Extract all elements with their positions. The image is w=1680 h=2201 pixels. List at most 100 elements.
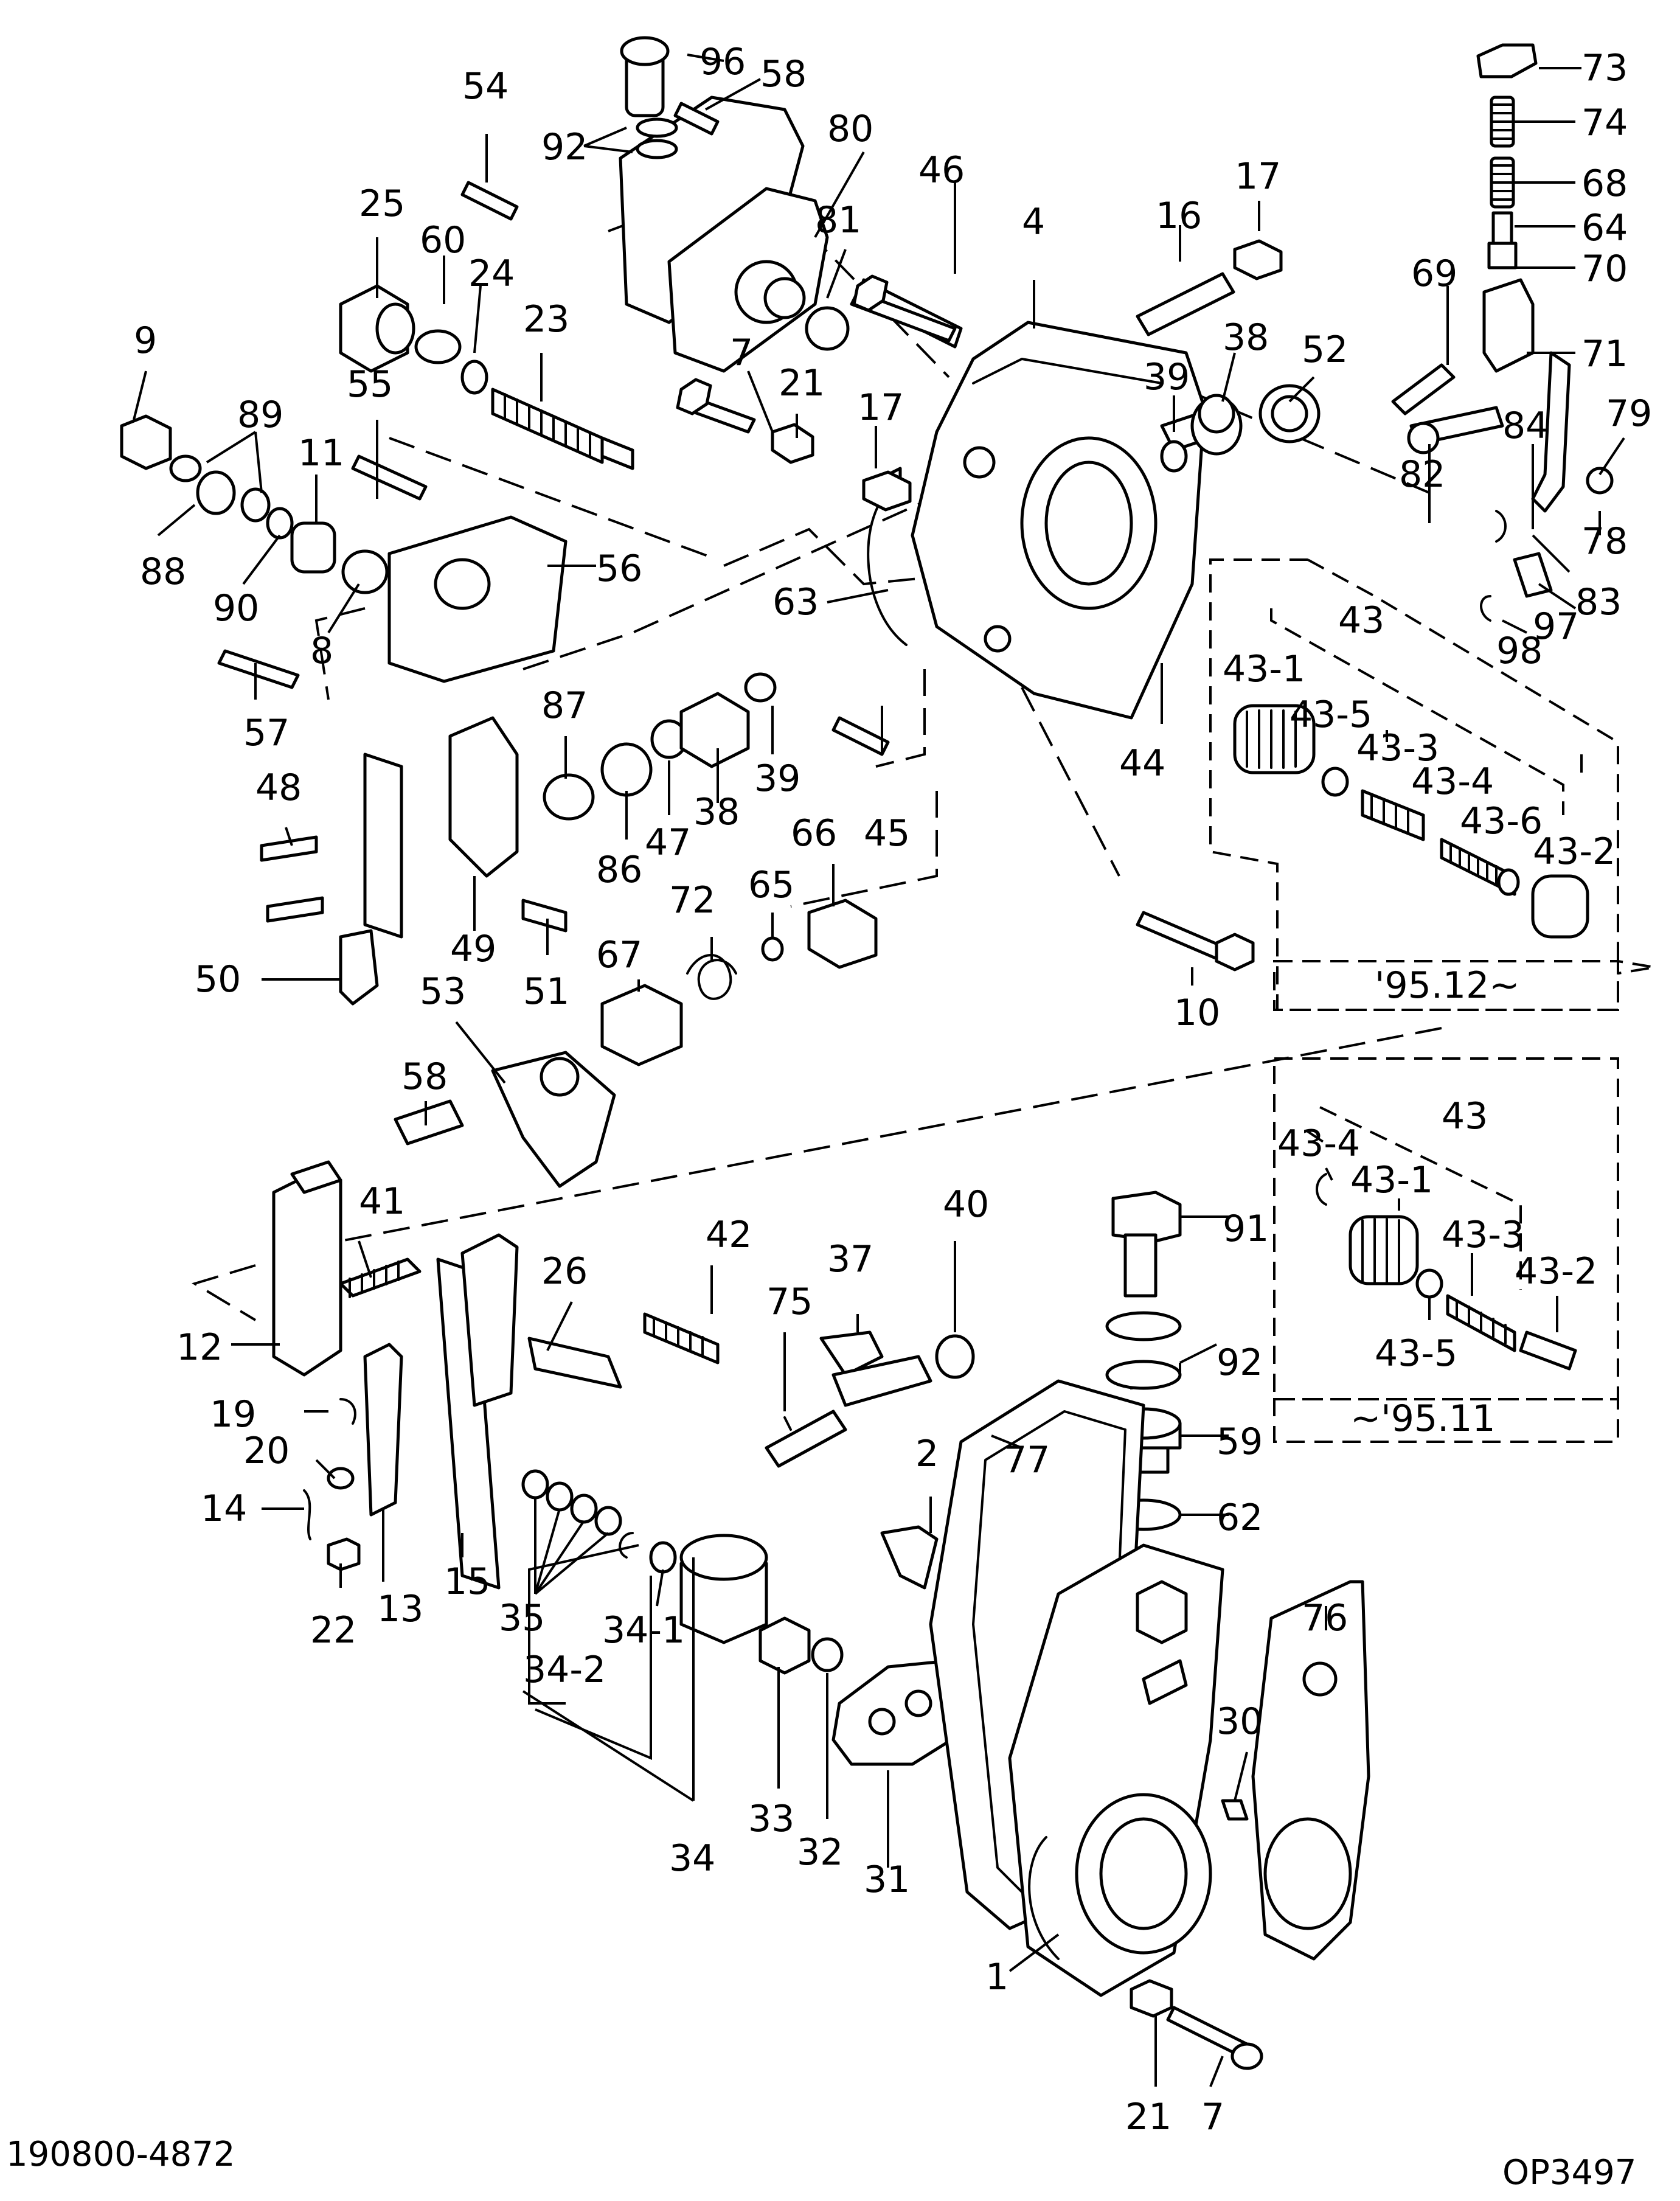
- callout-67: 67: [596, 934, 642, 976]
- callout-47: 47: [645, 821, 691, 864]
- callout-88: 88: [140, 551, 186, 593]
- callout-96: 96: [699, 41, 746, 83]
- callout-97: 97: [1533, 605, 1579, 648]
- callout-9: 9: [134, 319, 157, 362]
- callout-17-upper: 17: [1235, 155, 1281, 198]
- leader-lines: [133, 54, 1625, 2087]
- callout-63: 63: [772, 581, 819, 624]
- callout-44: 44: [1119, 742, 1165, 785]
- callout-34-2: 34-2: [523, 1649, 606, 1691]
- callout-78: 78: [1581, 520, 1628, 563]
- range-old-label: ~'95.11: [1350, 1397, 1496, 1440]
- callout-43-5-upper: 43-5: [1290, 694, 1372, 736]
- callout-89: 89: [237, 394, 283, 436]
- callout-64: 64: [1581, 207, 1628, 249]
- parts: [120, 36, 1614, 2070]
- callout-74: 74: [1581, 102, 1628, 144]
- callout-24: 24: [468, 252, 515, 295]
- callout-48: 48: [255, 767, 302, 809]
- callout-43-1-lower: 43-1: [1350, 1159, 1433, 1201]
- callout-83: 83: [1575, 581, 1622, 624]
- callout-59: 59: [1217, 1420, 1263, 1463]
- part-code-label: 190800-4872: [6, 2135, 235, 2174]
- callout-62: 62: [1217, 1497, 1263, 1539]
- callout-58-lower: 58: [401, 1055, 448, 1098]
- callout-43-3-upper: 43-3: [1356, 727, 1439, 770]
- callout-65: 65: [748, 864, 794, 906]
- callout-51: 51: [523, 970, 569, 1013]
- callout-21-lower: 21: [1125, 2096, 1171, 2138]
- callout-13: 13: [377, 1588, 423, 1630]
- revision-boxes: [1273, 960, 1619, 1443]
- callout-77: 77: [1004, 1439, 1050, 1481]
- callout-7-upper: 7: [730, 332, 753, 374]
- callout-8: 8: [310, 630, 333, 672]
- callout-72: 72: [669, 879, 715, 922]
- callout-58-upper: 58: [760, 53, 807, 96]
- callout-11: 11: [298, 432, 344, 475]
- callout-60: 60: [420, 219, 466, 262]
- callout-52: 52: [1302, 329, 1348, 371]
- callout-43-2-upper: 43-2: [1533, 830, 1616, 873]
- callout-90: 90: [213, 587, 259, 630]
- callout-34-1: 34-1: [602, 1609, 685, 1652]
- callout-56: 56: [596, 548, 642, 590]
- callout-43-upper: 43: [1338, 599, 1384, 642]
- callout-79: 79: [1606, 392, 1652, 435]
- callout-10: 10: [1174, 992, 1220, 1034]
- callout-12: 12: [176, 1326, 223, 1369]
- callout-1: 1: [985, 1956, 1008, 1998]
- callout-57: 57: [243, 712, 290, 754]
- revision-labels: '95.12~ ~'95.11: [1350, 964, 1520, 1440]
- range-new-label: '95.12~: [1375, 964, 1520, 1007]
- callout-73: 73: [1581, 47, 1628, 89]
- callout-45: 45: [864, 812, 910, 855]
- callout-19: 19: [210, 1393, 256, 1436]
- callout-92-lower: 92: [1217, 1341, 1263, 1384]
- callout-84: 84: [1502, 405, 1549, 447]
- callout-34: 34: [669, 1837, 715, 1880]
- callout-38-upper: 38: [1223, 316, 1269, 359]
- callout-43-lower: 43: [1442, 1095, 1488, 1138]
- footer: 190800-4872 OP3497: [6, 2135, 1636, 2192]
- callout-16: 16: [1156, 195, 1202, 237]
- callout-91: 91: [1223, 1208, 1269, 1250]
- callout-43-2-lower: 43-2: [1515, 1250, 1597, 1293]
- callout-42: 42: [706, 1214, 752, 1256]
- callout-43-5-lower: 43-5: [1375, 1332, 1457, 1375]
- callout-43-6-upper: 43-6: [1460, 800, 1543, 843]
- callout-70: 70: [1581, 248, 1628, 290]
- callout-20: 20: [243, 1430, 290, 1472]
- callout-4: 4: [1022, 201, 1045, 243]
- callout-43-4-lower: 43-4: [1277, 1122, 1360, 1165]
- callout-46: 46: [918, 149, 965, 192]
- callout-labels: 73 74 68 64 70 71 69 79 84 82 78 83 97 9…: [134, 41, 1652, 2138]
- callout-49: 49: [450, 928, 496, 970]
- callout-2: 2: [915, 1433, 939, 1475]
- callout-43-1-upper: 43-1: [1223, 648, 1305, 690]
- callout-43-4-upper: 43-4: [1411, 760, 1494, 803]
- callout-35: 35: [499, 1597, 545, 1639]
- callout-66: 66: [791, 812, 837, 855]
- figure-code-label: OP3497: [1502, 2153, 1636, 2192]
- callout-87: 87: [541, 684, 588, 727]
- callout-41: 41: [359, 1180, 405, 1223]
- callout-39-upper: 39: [1144, 356, 1190, 398]
- callout-53: 53: [420, 970, 466, 1013]
- callout-82: 82: [1399, 453, 1445, 496]
- spring-23-shape: [491, 388, 604, 464]
- callout-38-middle: 38: [693, 791, 740, 833]
- callout-69: 69: [1411, 252, 1457, 295]
- callout-71: 71: [1581, 333, 1628, 375]
- callout-17-middle: 17: [858, 386, 904, 429]
- callout-81: 81: [815, 199, 861, 242]
- callout-68: 68: [1581, 162, 1628, 205]
- callout-39-middle: 39: [754, 757, 800, 800]
- callout-40: 40: [943, 1183, 989, 1226]
- callout-32: 32: [797, 1831, 843, 1874]
- callout-23: 23: [523, 298, 569, 341]
- callout-15: 15: [444, 1560, 490, 1603]
- callout-55: 55: [347, 363, 393, 406]
- callout-50: 50: [195, 958, 241, 1001]
